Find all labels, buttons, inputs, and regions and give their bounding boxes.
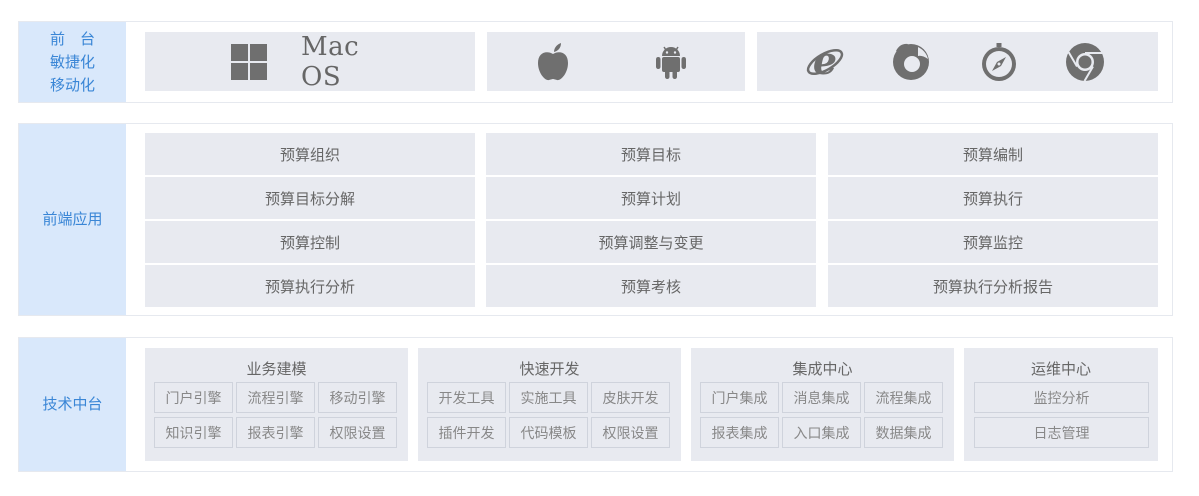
integration-center-group: 集成中心 门户集成 消息集成 流程集成 报表集成 入口集成 数据集成 (691, 348, 954, 461)
app-cell[interactable]: 预算执行分析 (145, 265, 475, 307)
engine-chip[interactable]: 报表引擎 (236, 417, 315, 448)
ie-icon: e (803, 40, 847, 84)
integration-chip[interactable]: 报表集成 (700, 417, 779, 448)
firefox-icon (889, 40, 933, 84)
tech-label-text: 技术中台 (42, 395, 103, 413)
integration-chip[interactable]: 入口集成 (782, 417, 861, 448)
app-cell[interactable]: 预算编制 (828, 133, 1158, 175)
app-cell[interactable]: 预算目标 (486, 133, 816, 175)
mobile-os-box (487, 32, 745, 91)
desktop-os-box: Mac OS (145, 32, 475, 92)
apps-label: 前端应用 (19, 124, 126, 315)
group-title: 运维中心 (1030, 360, 1091, 378)
tool-chip[interactable]: 开发工具 (427, 382, 506, 413)
app-cell[interactable]: 预算监控 (828, 221, 1158, 263)
app-cell[interactable]: 预算目标分解 (145, 177, 475, 219)
group-title: 集成中心 (792, 360, 853, 378)
svg-text:e: e (813, 41, 837, 83)
ops-center-group: 运维中心 监控分析 日志管理 (964, 348, 1158, 461)
rapid-development-group: 快速开发 开发工具 实施工具 皮肤开发 插件开发 代码模板 权限设置 (418, 348, 681, 461)
frontend-label-line: 前 台 (49, 29, 95, 48)
tool-chip[interactable]: 插件开发 (427, 417, 506, 448)
tool-chip[interactable]: 皮肤开发 (591, 382, 670, 413)
apps-section: 前端应用 预算组织 预算目标分解 预算控制 预算执行分析 预算目标 预算计划 预… (18, 123, 1173, 316)
app-cell[interactable]: 预算控制 (145, 221, 475, 263)
frontend-label: 前 台 敏捷化 移动化 (19, 22, 126, 102)
app-cell[interactable]: 预算调整与变更 (486, 221, 816, 263)
app-cell[interactable]: 预算考核 (486, 265, 816, 307)
tech-section: 技术中台 业务建模 门户引擎 流程引擎 移动引擎 知识引擎 报表引擎 权限设置 … (18, 337, 1173, 472)
frontend-section: 前 台 敏捷化 移动化 Mac OS (18, 21, 1173, 103)
engine-chip[interactable]: 移动引擎 (318, 382, 397, 413)
group-title: 快速开发 (519, 360, 580, 378)
engine-chip[interactable]: 门户引擎 (154, 382, 233, 413)
engine-chip[interactable]: 流程引擎 (236, 382, 315, 413)
integration-chip[interactable]: 流程集成 (864, 382, 943, 413)
apple-icon (535, 42, 571, 82)
mac-os-label: Mac OS (301, 32, 360, 92)
android-icon (653, 42, 689, 82)
tool-chip[interactable]: 实施工具 (509, 382, 588, 413)
group-title: 业务建模 (246, 360, 307, 378)
business-modeling-group: 业务建模 门户引擎 流程引擎 移动引擎 知识引擎 报表引擎 权限设置 (145, 348, 408, 461)
chrome-icon (1063, 40, 1107, 84)
integration-chip[interactable]: 消息集成 (782, 382, 861, 413)
frontend-label-line: 敏捷化 (49, 52, 95, 71)
frontend-label-line: 移动化 (49, 75, 95, 94)
app-cell[interactable]: 预算计划 (486, 177, 816, 219)
app-cell[interactable]: 预算执行 (828, 177, 1158, 219)
apps-label-text: 前端应用 (42, 210, 103, 228)
ops-chip[interactable]: 监控分析 (974, 382, 1149, 413)
safari-icon (977, 40, 1021, 84)
engine-chip[interactable]: 知识引擎 (154, 417, 233, 448)
tool-chip[interactable]: 代码模板 (509, 417, 588, 448)
app-cell[interactable]: 预算执行分析报告 (828, 265, 1158, 307)
tool-chip[interactable]: 权限设置 (591, 417, 670, 448)
tech-label: 技术中台 (19, 338, 126, 471)
browser-box: e (757, 32, 1158, 91)
windows-icon (231, 44, 267, 80)
integration-chip[interactable]: 数据集成 (864, 417, 943, 448)
engine-chip[interactable]: 权限设置 (318, 417, 397, 448)
app-cell[interactable]: 预算组织 (145, 133, 475, 175)
integration-chip[interactable]: 门户集成 (700, 382, 779, 413)
ops-chip[interactable]: 日志管理 (974, 417, 1149, 448)
